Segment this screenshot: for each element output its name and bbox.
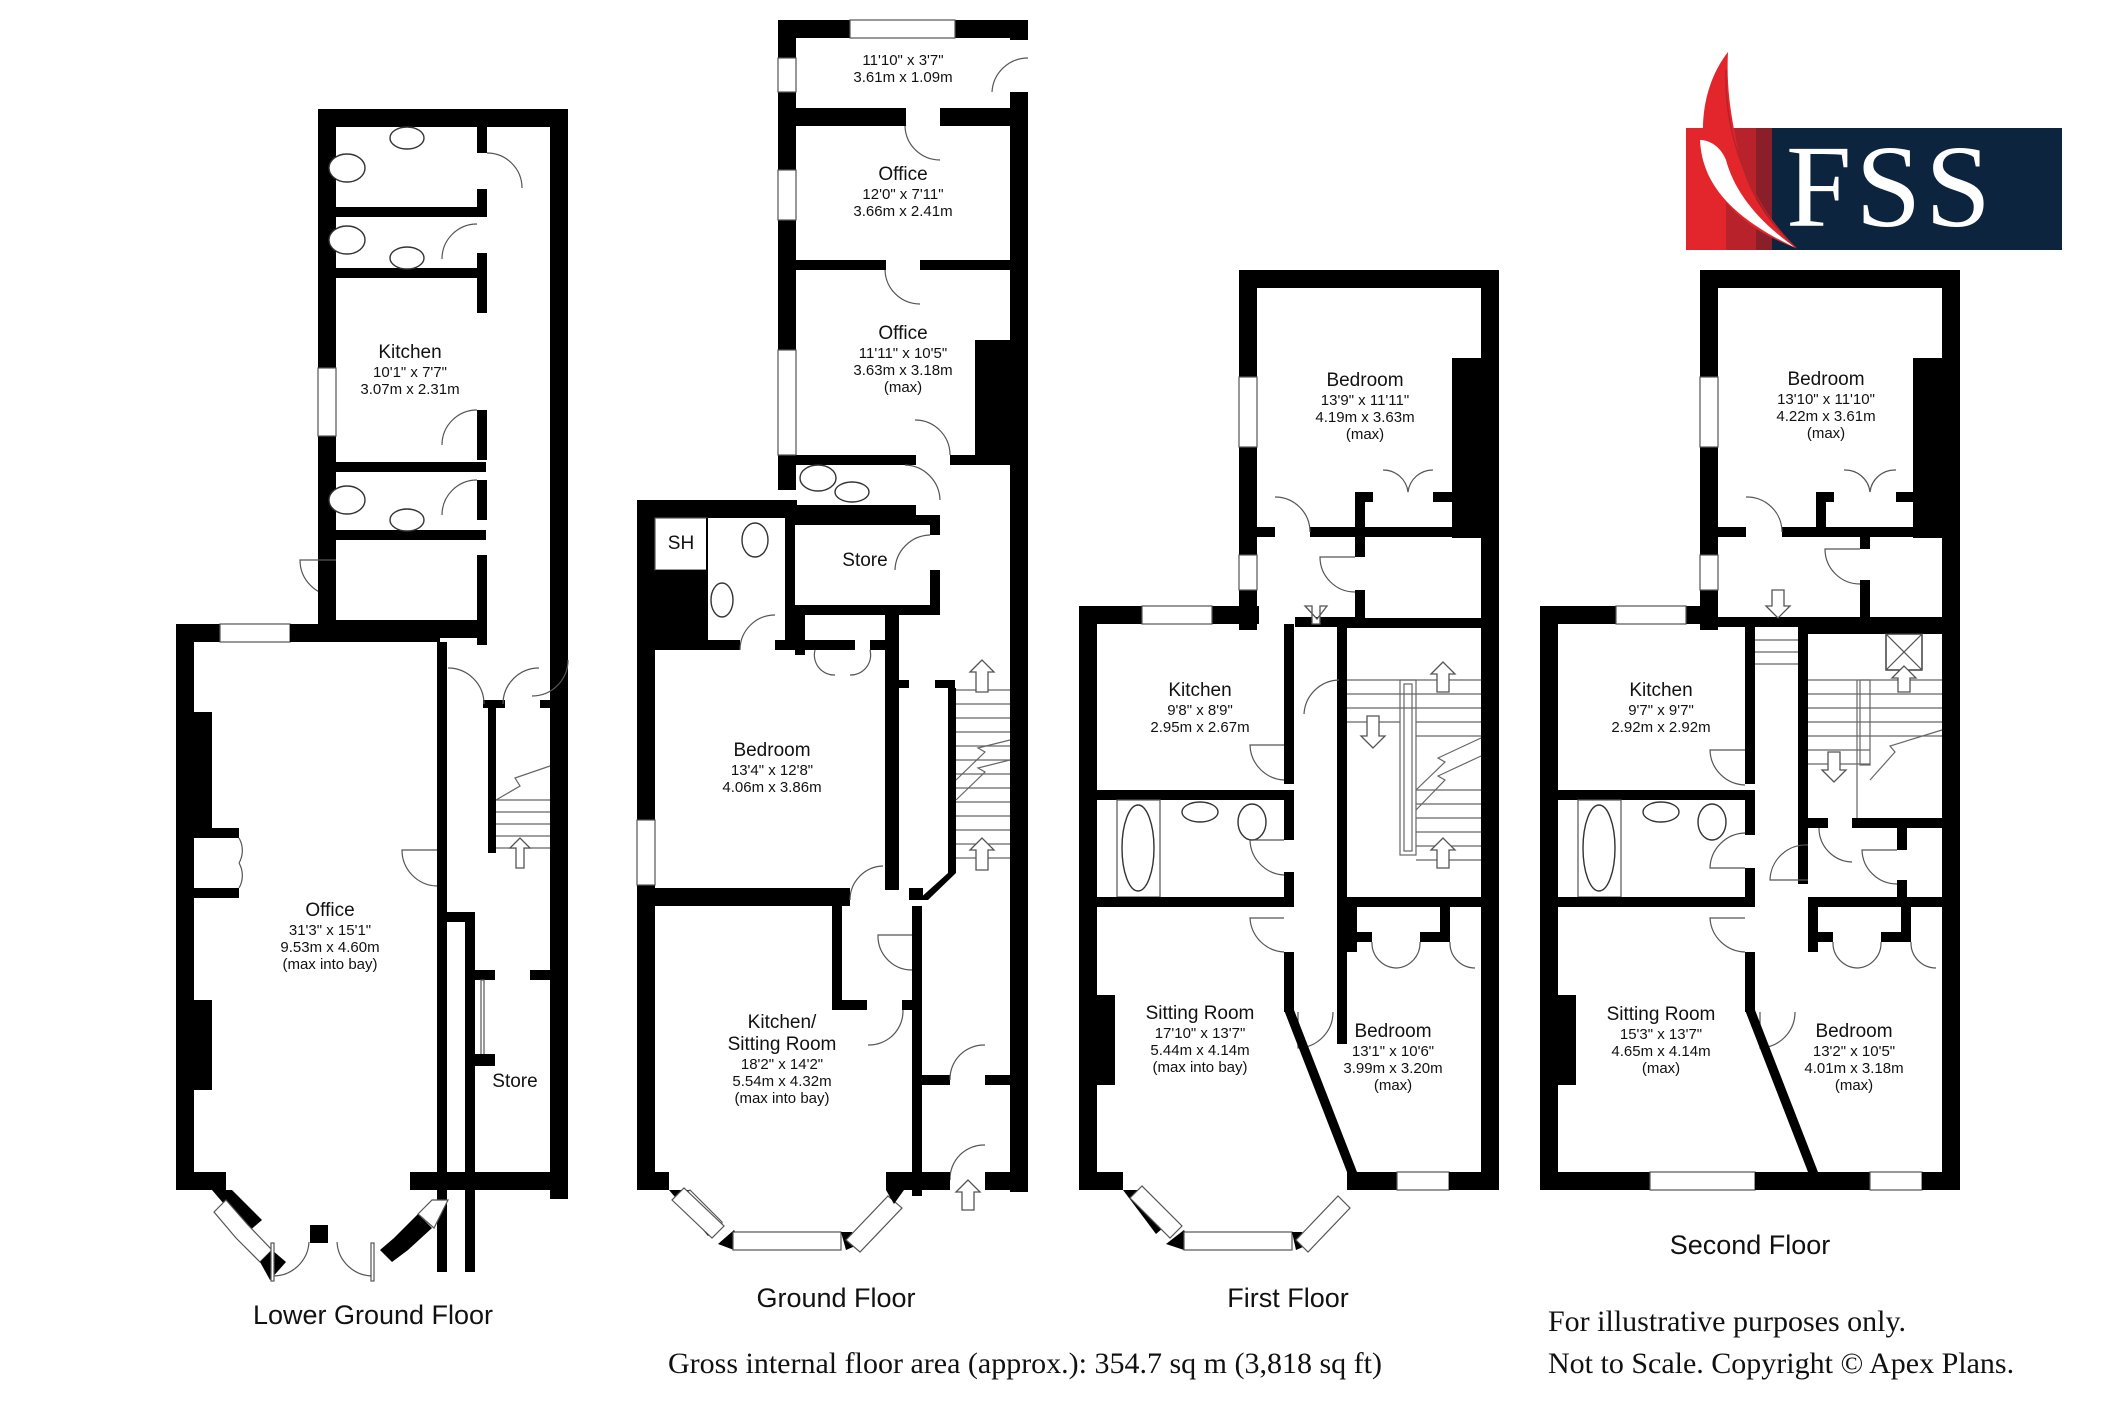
feather-icon [1700, 52, 1797, 249]
room-imperial: 18'2" x 14'2" [740, 1055, 824, 1073]
room-label-lg-office: Office 31'3" x 15'1" 9.53m x 4.60m (max … [280, 900, 379, 974]
ground-floor-plan [636, 19, 1029, 1253]
floor-title-ground: Ground Floor [756, 1283, 916, 1313]
room-metric: 3.66m x 2.41m [853, 203, 953, 221]
room-name: Office [878, 323, 928, 344]
room-name-line2: Sitting Room [727, 1033, 837, 1055]
room-label-f-sitting-room: Sitting Room 17'10" x 13'7" 5.44m x 4.14… [1146, 1003, 1255, 1077]
room-imperial: 17'10" x 13'7" [1154, 1024, 1246, 1042]
room-note: (max into bay) [1152, 1059, 1248, 1077]
room-metric: 4.19m x 3.63m [1315, 409, 1415, 427]
room-label-lg-kitchen: Kitchen 10'1" x 7'7" 3.07m x 2.31m [360, 342, 459, 398]
room-imperial: 11'10" x 3'7" [862, 52, 944, 69]
room-label-lg-store: Store [492, 1071, 537, 1093]
room-imperial: 13'1" x 10'6" [1351, 1042, 1435, 1060]
room-imperial: 11'11" x 10'5" [858, 344, 948, 362]
room-name: Kitchen [1168, 680, 1232, 701]
room-imperial: 13'2" x 10'5" [1812, 1042, 1896, 1060]
room-note: (max) [883, 379, 923, 397]
room-label-g-kitchen-sitting: Kitchen/ Sitting Room 18'2" x 14'2" 5.54… [728, 1012, 837, 1107]
room-name: Kitchen [1629, 680, 1693, 701]
room-label-f-bedroom-rear: Bedroom 13'9" x 11'11" 4.19m x 3.63m (ma… [1315, 370, 1414, 444]
room-name: Bedroom [733, 740, 811, 761]
room-imperial: 12'0" x 7'11" [862, 185, 944, 203]
room-imperial: 13'9" x 11'11" [1320, 391, 1410, 409]
room-metric: 4.65m x 4.14m [1611, 1043, 1711, 1061]
room-metric: 5.44m x 4.14m [1150, 1042, 1250, 1060]
gross-area-text: Gross internal floor area (approx.): 354… [668, 1347, 1382, 1380]
room-name: Office [878, 164, 928, 185]
room-name: Bedroom [1787, 369, 1865, 390]
room-label-g-bedroom: Bedroom 13'4" x 12'8" 4.06m x 3.86m [722, 740, 821, 796]
fss-logo: FSS [1686, 50, 2086, 252]
room-note: (max) [1641, 1060, 1681, 1078]
room-imperial: 9'8" x 8'9" [1167, 701, 1233, 719]
room-name: SH [667, 533, 695, 554]
room-label-f-kitchen: Kitchen 9'8" x 8'9" 2.95m x 2.67m [1150, 680, 1249, 736]
room-label-f-bedroom-front: Bedroom 13'1" x 10'6" 3.99m x 3.20m (max… [1343, 1021, 1442, 1095]
room-metric: 4.06m x 3.86m [722, 779, 822, 797]
room-imperial: 13'4" x 12'8" [730, 761, 814, 779]
room-label-g-rear-room: 11'10" x 3'7" 3.61m x 1.09m [853, 52, 952, 87]
room-label-g-sh: SH [668, 533, 694, 555]
room-label-s-sitting-room: Sitting Room 15'3" x 13'7" 4.65m x 4.14m… [1607, 1004, 1716, 1078]
room-note: (max) [1373, 1077, 1413, 1095]
room-metric: 3.63m x 3.18m [853, 362, 953, 380]
room-note: (max into bay) [282, 956, 378, 974]
room-imperial: 9'7" x 9'7" [1628, 701, 1694, 719]
room-imperial: 10'1" x 7'7" [373, 363, 447, 381]
logo-text: FSS [1786, 121, 1995, 252]
first-floor-plan [1079, 270, 1499, 1253]
room-name: Bedroom [1354, 1021, 1432, 1042]
room-name: Kitchen/ [747, 1012, 817, 1033]
room-metric: 3.99m x 3.20m [1343, 1060, 1443, 1078]
room-label-s-kitchen: Kitchen 9'7" x 9'7" 2.92m x 2.92m [1611, 680, 1710, 736]
room-metric: 4.01m x 3.18m [1804, 1060, 1904, 1078]
room-label-s-bedroom-front: Bedroom 13'2" x 10'5" 4.01m x 3.18m (max… [1804, 1021, 1903, 1095]
room-name: Kitchen [378, 342, 442, 363]
room-imperial: 15'3" x 13'7" [1619, 1025, 1703, 1043]
room-imperial: 31'3" x 15'1" [288, 921, 372, 939]
room-label-g-office-1: Office 12'0" x 7'11" 3.66m x 2.41m [853, 164, 952, 220]
room-name: Sitting Room [1606, 1004, 1716, 1025]
room-note: (max) [1806, 425, 1846, 443]
room-label-g-office-2: Office 11'11" x 10'5" 3.63m x 3.18m (max… [853, 323, 952, 397]
room-note: (max into bay) [734, 1090, 830, 1108]
second-floor-plan [1540, 270, 1960, 1191]
room-imperial: 13'10" x 11'10" [1777, 390, 1875, 408]
floor-title-second: Second Floor [1669, 1230, 1831, 1260]
room-name: Store [842, 550, 888, 571]
room-label-g-store: Store [842, 550, 887, 572]
floor-title-lower-ground: Lower Ground Floor [252, 1300, 494, 1330]
room-label-s-bedroom-rear: Bedroom 13'10" x 11'10" 4.22m x 3.61m (m… [1776, 369, 1875, 443]
logo-navy-panel [1772, 128, 2062, 250]
room-metric: 3.07m x 2.31m [360, 381, 460, 399]
room-name: Sitting Room [1145, 1003, 1255, 1024]
room-metric: 9.53m x 4.60m [280, 939, 380, 957]
room-name: Bedroom [1815, 1021, 1893, 1042]
room-note: (max) [1834, 1077, 1874, 1095]
room-name: Store [492, 1071, 538, 1092]
room-metric: 2.95m x 2.67m [1150, 719, 1250, 737]
room-name: Bedroom [1326, 370, 1404, 391]
room-metric: 3.61m x 1.09m [853, 69, 953, 87]
room-name: Office [305, 900, 355, 921]
room-note: (max) [1345, 426, 1385, 444]
floor-title-first: First Floor [1227, 1283, 1349, 1313]
disclaimer-line-2: Not to Scale. Copyright © Apex Plans. [1548, 1347, 2015, 1380]
room-metric: 5.54m x 4.32m [732, 1072, 832, 1090]
room-metric: 4.22m x 3.61m [1776, 408, 1876, 426]
room-metric: 2.92m x 2.92m [1611, 719, 1711, 737]
disclaimer-line-1: For illustrative purposes only. [1548, 1305, 1907, 1338]
lower-ground-floor-plan [176, 109, 569, 1282]
